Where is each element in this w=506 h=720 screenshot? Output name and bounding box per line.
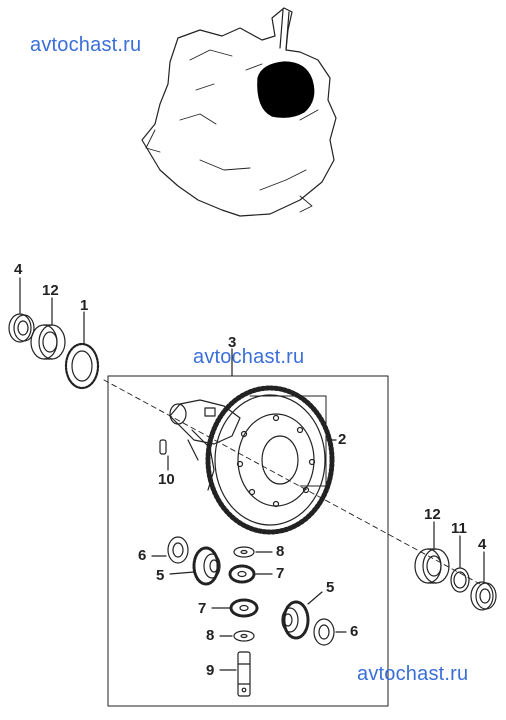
- callout-1: 1: [80, 297, 89, 314]
- callout-4-right: 4: [478, 536, 487, 553]
- pinion-gear-bottom: [229, 598, 259, 618]
- callout-4-left: 4: [14, 261, 23, 278]
- thrust-washer-bottom: [313, 618, 335, 646]
- callout-10: 10: [158, 471, 175, 488]
- ring-gear: [205, 385, 335, 535]
- callout-6-bottom: 6: [350, 623, 359, 640]
- callout-12-left: 12: [42, 282, 59, 299]
- bearing-right: [414, 548, 450, 584]
- pinion-gear-top: [228, 564, 256, 584]
- speedometer-gear: [64, 342, 100, 390]
- transaxle-housing: [141, 7, 337, 217]
- callout-11: 11: [451, 520, 467, 537]
- bearing-left: [30, 324, 66, 360]
- pinion-shaft: [237, 651, 251, 697]
- callout-2: 2: [338, 431, 347, 448]
- callout-7-top: 7: [276, 565, 285, 582]
- callout-6-top: 6: [138, 547, 147, 564]
- differential-case: [169, 399, 241, 491]
- callout-9: 9: [206, 662, 215, 679]
- pinion-washer-top: [233, 546, 255, 558]
- thrust-washer-top: [167, 536, 189, 564]
- assembly-bracket-3: [107, 348, 389, 707]
- callout-12-right: 12: [424, 506, 441, 523]
- callout-8-bottom: 8: [206, 627, 215, 644]
- oil-seal-right: [470, 581, 497, 611]
- callout-5-right: 5: [326, 579, 335, 596]
- side-gear-right: [281, 600, 310, 640]
- side-gear-left: [192, 546, 221, 586]
- leader-5-left: [169, 571, 195, 575]
- callout-8-top: 8: [276, 543, 285, 560]
- leader-2-bracket: [249, 395, 327, 487]
- leader-5-right: [307, 591, 323, 605]
- watermark-bottom: avtochast.ru: [357, 663, 469, 685]
- watermark-middle: avtochast.ru: [193, 346, 305, 368]
- oil-seal-left: [8, 313, 35, 343]
- callout-5-left: 5: [156, 567, 165, 584]
- callout-3: 3: [228, 334, 237, 351]
- watermark-top: avtochast.ru: [30, 34, 142, 56]
- adjusting-shim: [450, 567, 470, 593]
- callout-7-bottom: 7: [198, 600, 207, 617]
- pinion-washer-bottom: [233, 630, 255, 642]
- pinion-shaft-pin: [159, 439, 167, 455]
